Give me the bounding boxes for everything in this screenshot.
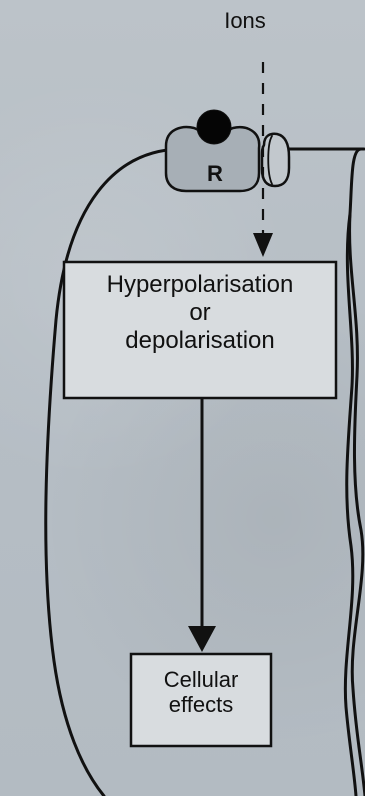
ions-arrowhead	[253, 233, 273, 257]
ion-channel-shape	[262, 134, 289, 186]
effects-box-label: Cellular effects	[131, 668, 271, 717]
process-box-label: Hyperpolarisation or depolarisation	[64, 271, 336, 355]
effects-arrowhead	[188, 626, 216, 652]
ions-label: Ions	[205, 10, 285, 32]
receptor-label: R	[200, 163, 230, 185]
ligand-dot	[197, 110, 231, 144]
